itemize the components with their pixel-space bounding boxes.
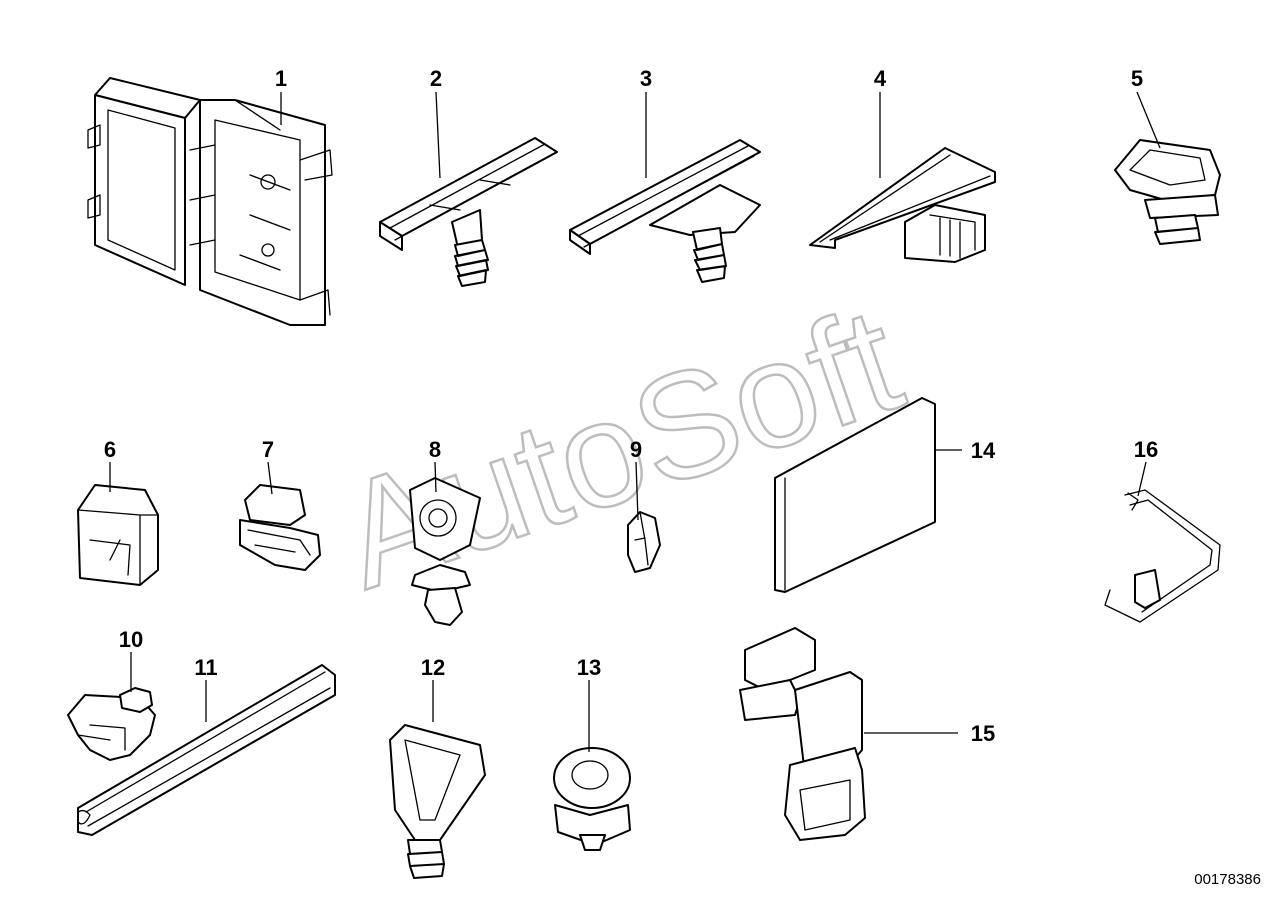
part-1-holder[interactable] [87, 77, 333, 326]
label-2: 2 [430, 66, 442, 91]
part-15-double-clip[interactable] [739, 627, 866, 841]
part-5-clip[interactable] [1114, 139, 1221, 245]
part-12-pipe-clip[interactable] [389, 724, 486, 879]
label-1: 1 [275, 66, 287, 91]
label-14: 14 [971, 438, 996, 463]
part-9-cap[interactable] [627, 511, 661, 573]
label-11: 11 [194, 655, 217, 680]
label-6: 6 [104, 437, 116, 462]
label-10: 10 [119, 627, 143, 652]
label-9: 9 [630, 437, 642, 462]
part-2-rail-clip[interactable] [379, 137, 558, 287]
label-13: 13 [577, 655, 601, 680]
label-7: 7 [262, 437, 274, 462]
part-6-clip[interactable] [77, 484, 159, 586]
label-12: 12 [421, 655, 445, 680]
leader-lines [109, 91, 1161, 752]
part-16-wire-bracket[interactable] [1104, 489, 1221, 623]
part-14-pad[interactable] [774, 397, 936, 593]
label-8: 8 [429, 437, 441, 462]
label-4: 4 [874, 66, 887, 91]
part-3-rail-clip[interactable] [569, 139, 761, 283]
part-4-flat-clip[interactable] [809, 147, 996, 263]
part-11-trim-strip[interactable] [77, 664, 336, 836]
part-10-clamp[interactable] [67, 687, 156, 761]
label-16: 16 [1134, 437, 1158, 462]
part-13-round-clip[interactable] [553, 747, 631, 851]
label-3: 3 [640, 66, 652, 91]
label-15: 15 [971, 721, 995, 746]
label-5: 5 [1131, 66, 1143, 91]
callout-labels: 1 2 3 4 5 6 7 8 9 10 11 12 13 14 15 16 [104, 66, 1158, 746]
part-8-pin-clip[interactable] [409, 477, 481, 626]
diagram-reference-number: 00178386 [1194, 871, 1261, 888]
part-7-clip[interactable] [239, 484, 321, 571]
